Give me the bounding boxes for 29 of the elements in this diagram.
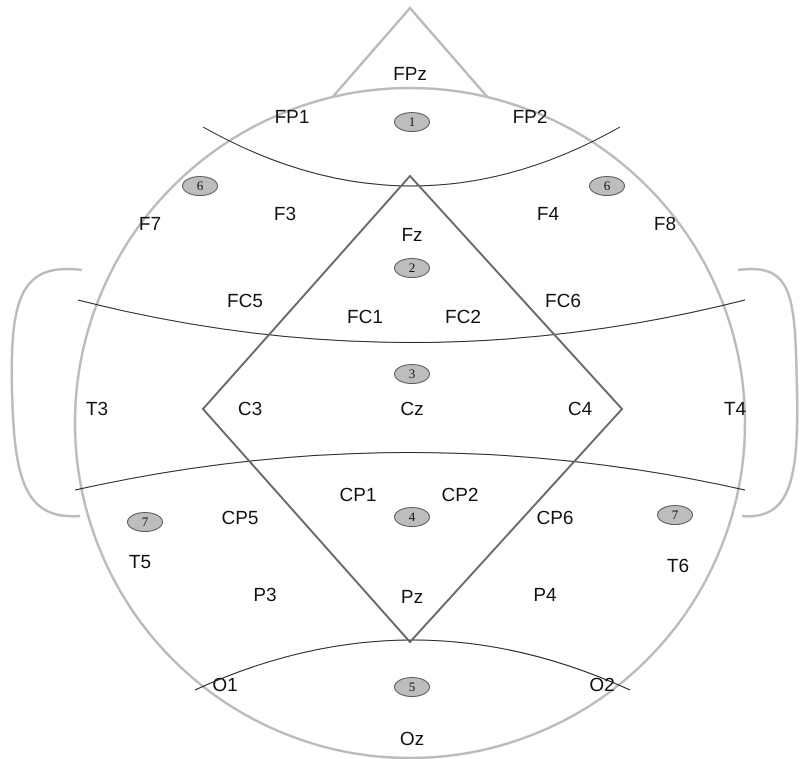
electrode-label: F8 bbox=[654, 214, 676, 236]
electrode-label: T3 bbox=[86, 399, 108, 421]
electrode-label: CP1 bbox=[340, 485, 376, 507]
electrode-label: CP2 bbox=[442, 485, 478, 507]
electrode-label: FP2 bbox=[512, 107, 548, 129]
electrode-label: FC1 bbox=[347, 307, 383, 329]
electrode-label: FC2 bbox=[445, 307, 481, 329]
electrode-label: FC6 bbox=[545, 291, 581, 313]
electrode-label: CP6 bbox=[536, 508, 574, 530]
electrode-label: O2 bbox=[589, 675, 615, 697]
electrode-label: F3 bbox=[274, 204, 296, 226]
electrode-label: FP1 bbox=[274, 107, 310, 129]
electrode-label: P3 bbox=[253, 585, 277, 607]
electrode-label: F4 bbox=[536, 204, 560, 226]
electrode-label: Fz bbox=[401, 225, 423, 247]
electrode-label: O1 bbox=[212, 675, 238, 697]
electrode-label: C3 bbox=[238, 399, 262, 421]
electrode-label: C4 bbox=[568, 399, 592, 421]
electrode-label: T5 bbox=[128, 552, 152, 574]
electrode-label: FC5 bbox=[227, 291, 263, 313]
electrode-label: F7 bbox=[138, 214, 162, 236]
electrode-label: Oz bbox=[400, 729, 424, 751]
electrode-label: FPz bbox=[393, 64, 427, 86]
electrode-label: P4 bbox=[533, 585, 557, 607]
electrode-label: Cz bbox=[400, 399, 424, 421]
electrode-label: T4 bbox=[724, 399, 746, 421]
electrode-label: CP5 bbox=[222, 508, 258, 530]
electrode-label: T6 bbox=[666, 556, 690, 578]
electrode-label: Pz bbox=[400, 587, 424, 609]
